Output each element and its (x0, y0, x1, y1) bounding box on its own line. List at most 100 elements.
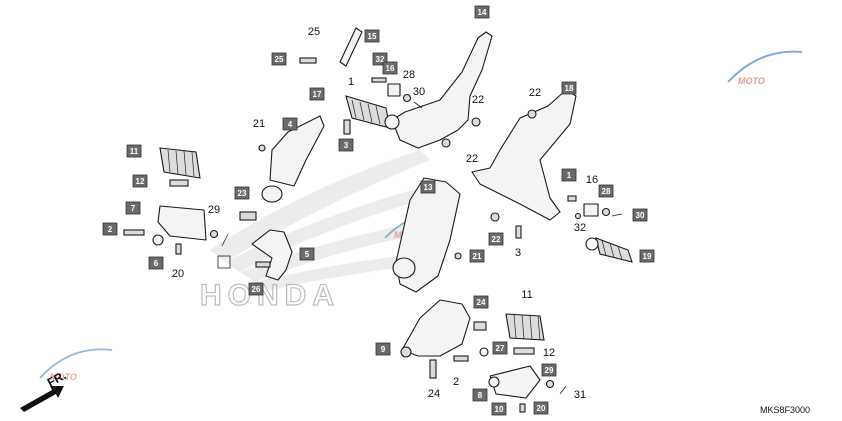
bolt-25 (299, 57, 317, 64)
moto-watermark-top-right: MOTO (727, 50, 803, 86)
callout-number: 12 (136, 177, 145, 186)
callout-number: 13 (424, 183, 433, 192)
callout-number: 3 (344, 141, 349, 150)
callout-number: 21 (473, 252, 482, 261)
bolt-23 (239, 211, 257, 221)
callout-box (248, 282, 264, 296)
bolt-22b (527, 109, 537, 119)
callout-box (488, 232, 504, 246)
callout-box (561, 81, 577, 95)
callout-number: 31 (574, 389, 586, 401)
callout-32: 32 (574, 222, 586, 234)
callout-number: 2 (453, 376, 459, 388)
callout-number: 2 (108, 225, 113, 234)
part-footpeg-19 (595, 237, 633, 263)
callout-4: 4 (282, 117, 298, 131)
callout-number: 32 (574, 222, 586, 234)
spring-8 (488, 376, 500, 388)
pin-3 (343, 119, 351, 135)
callout-5: 5 (299, 247, 315, 261)
callout-number: 10 (495, 405, 504, 414)
callout-30: 30 (632, 208, 648, 222)
callout-box (382, 61, 398, 75)
callout-number: 11 (130, 147, 139, 156)
bolt-24 (473, 321, 487, 331)
callout-10: 10 (491, 402, 507, 416)
bracket-9-hole (400, 346, 412, 358)
callout-number: 15 (368, 32, 377, 41)
callout-number: 17 (313, 90, 322, 99)
callout-11: 11 (126, 144, 142, 158)
bolt-24b (429, 359, 437, 379)
callout-number: 8 (478, 391, 483, 400)
part-footpeg-7 (157, 205, 207, 241)
callout-box (639, 249, 655, 263)
callout-number: 25 (275, 55, 284, 64)
callout-box (125, 201, 141, 215)
callout-number: 9 (381, 345, 386, 354)
callout-box (102, 222, 118, 236)
bolt-20 (175, 243, 182, 255)
callout-box (338, 138, 354, 152)
callout-25: 25 (271, 52, 287, 66)
callout-25: 25 (308, 26, 320, 38)
ring-32b (574, 212, 582, 220)
callout-box (541, 363, 557, 377)
callout-21: 21 (253, 118, 265, 130)
footpeg-19-pivot (585, 237, 599, 251)
callout-28: 28 (403, 69, 415, 81)
pin-2 (123, 229, 145, 236)
pin-1b (567, 195, 577, 202)
callout-box (375, 342, 391, 356)
callout-12: 12 (132, 174, 148, 188)
washer-29b (545, 379, 555, 389)
callout-7: 7 (125, 201, 141, 215)
bolt-head (441, 138, 451, 148)
callout-box (132, 174, 148, 188)
footpeg-pivot (384, 114, 400, 130)
callout-31: 31 (574, 389, 586, 401)
callout-19: 19 (639, 249, 655, 263)
callout-number: 1 (348, 76, 354, 88)
callout-9: 9 (375, 342, 391, 356)
callout-number: 25 (308, 26, 320, 38)
callout-number: 7 (131, 204, 136, 213)
svg-text:MOTO: MOTO (50, 372, 77, 382)
callout-number: 24 (428, 388, 440, 400)
diagram-code: MKS8F3000 (760, 405, 810, 415)
callout-2: 2 (102, 222, 118, 236)
callout-number: 19 (643, 252, 652, 261)
callout-box (598, 184, 614, 198)
callout-16: 16 (382, 61, 398, 75)
callout-number: 29 (208, 204, 220, 216)
callout-3: 3 (338, 138, 354, 152)
pin-3b (515, 225, 522, 239)
callout-box (364, 29, 380, 43)
ball-28b (601, 207, 611, 217)
callout-number: 1 (567, 171, 572, 180)
callout-number: 18 (565, 84, 574, 93)
callout-22: 22 (472, 94, 484, 106)
callout-22: 22 (529, 87, 541, 99)
callout-11: 11 (521, 289, 532, 301)
callout-box (126, 144, 142, 158)
callout-box (271, 52, 287, 66)
bolt-22a (471, 117, 481, 127)
callout-box (148, 256, 164, 270)
callout-24: 24 (428, 388, 440, 400)
callout-16: 16 (586, 174, 598, 186)
callout-number: 4 (288, 120, 293, 129)
callout-box (469, 249, 485, 263)
callout-21: 21 (469, 249, 485, 263)
callout-number: 14 (478, 8, 487, 17)
callout-number: 29 (545, 366, 554, 375)
callout-14: 14 (474, 5, 490, 19)
callout-18: 18 (561, 81, 577, 95)
callout-number: 27 (496, 344, 505, 353)
callout-number: 16 (386, 64, 395, 73)
spring-6 (152, 234, 164, 246)
callout-number: 26 (252, 285, 261, 294)
callout-number: 28 (602, 187, 611, 196)
